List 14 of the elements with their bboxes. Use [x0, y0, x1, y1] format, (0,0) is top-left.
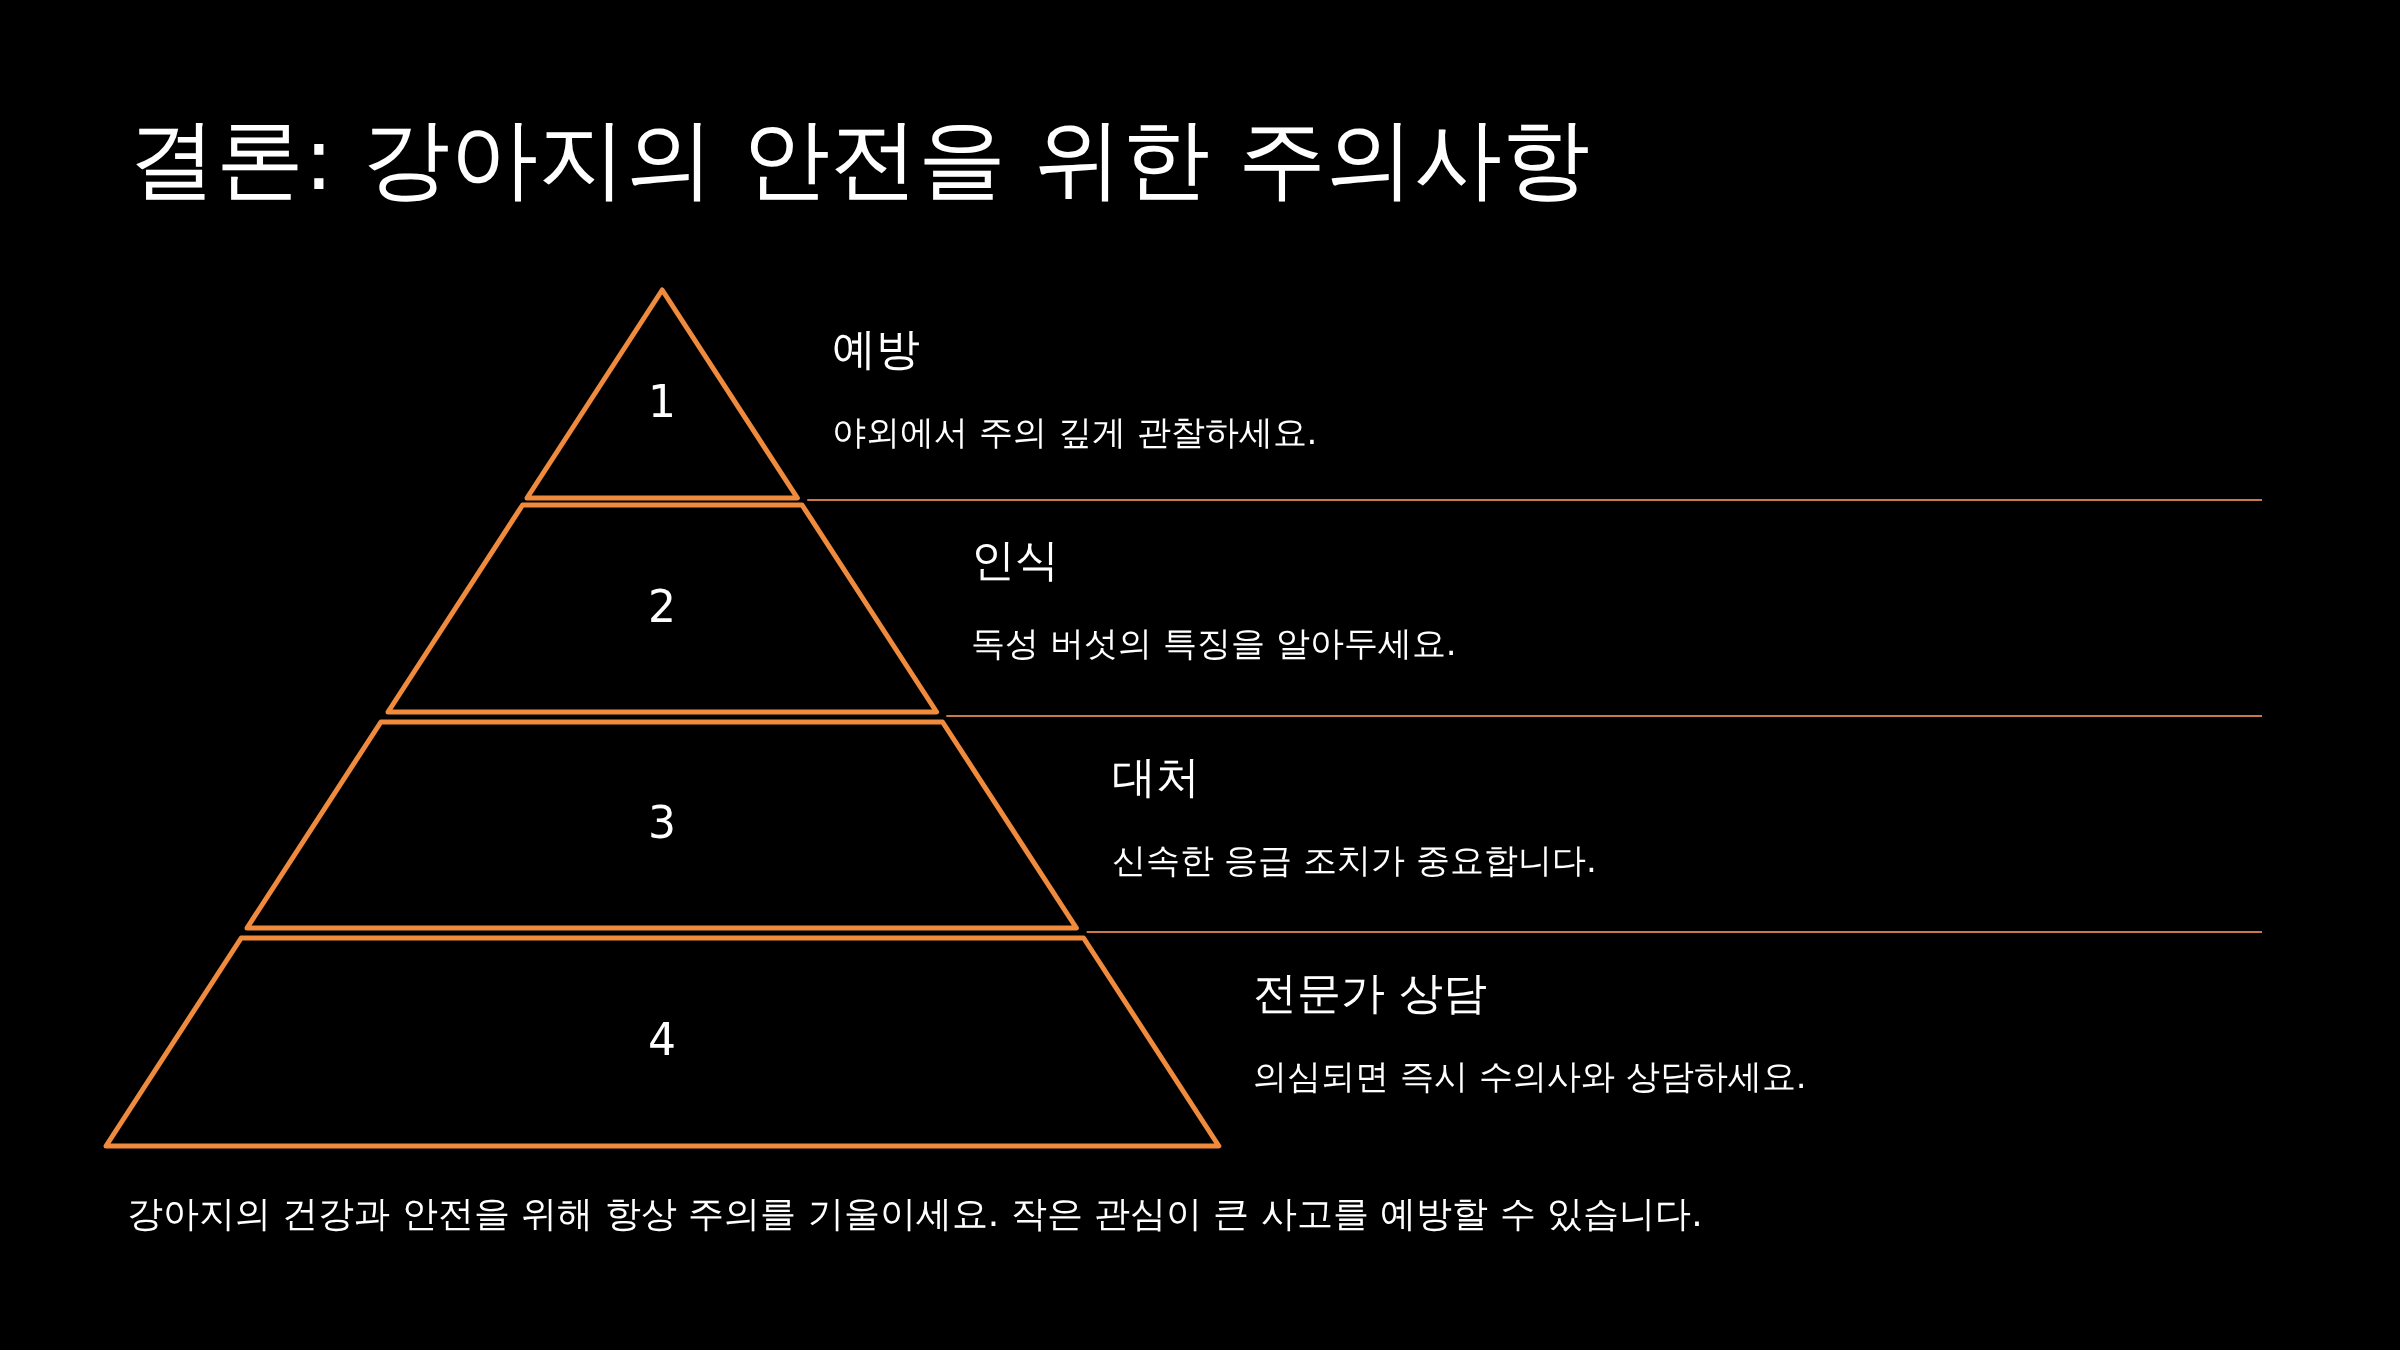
step-description: 야외에서 주의 깊게 관찰하세요.: [832, 411, 1318, 454]
layer-number: 1: [647, 376, 677, 428]
layer-number: 4: [647, 1014, 677, 1065]
caption-text: 강아지의 건강과 안전을 위해 항상 주의를 기울이세요. 작은 관심이 큰 사고를 예방할 수 있습니다.: [127, 1192, 1703, 1236]
step-description: 신속한 응급 조치가 중요합니다.: [1111, 839, 1597, 882]
step-heading: 전문가 상담: [1253, 966, 1488, 1020]
layer-number: 3: [647, 797, 677, 848]
step-description: 의심되면 즉시 수의사와 상담하세요.: [1253, 1055, 1807, 1098]
step-heading: 대처: [1111, 750, 1200, 804]
step-heading: 예방: [832, 322, 921, 376]
step-heading: 인식: [971, 533, 1060, 587]
step-description: 독성 버섯의 특징을 알아두세요.: [971, 622, 1457, 665]
layer-number: 2: [647, 580, 677, 632]
slide-title: 결론: 강아지의 안전을 위한 주의사항: [128, 106, 1590, 212]
